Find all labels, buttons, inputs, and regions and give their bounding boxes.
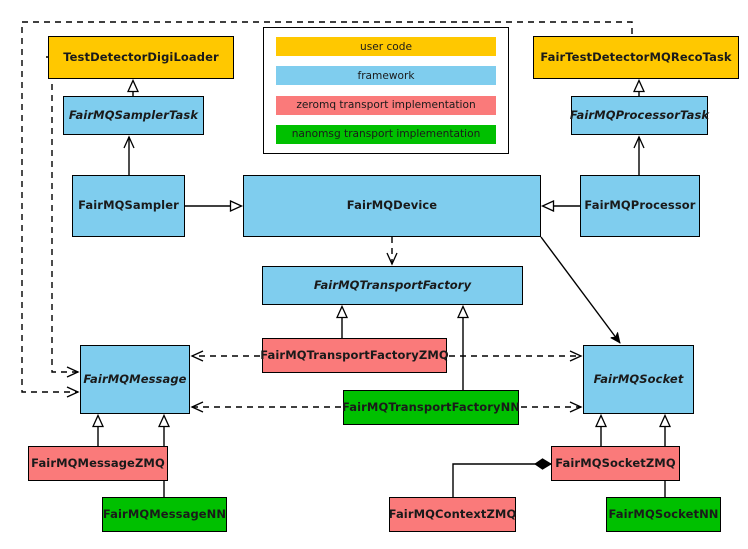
- class-label: FairMQContextZMQ: [388, 506, 517, 521]
- class-label: FairMQMessageNN: [102, 506, 227, 521]
- class-box-fairmq-processor-task[interactable]: FairMQProcessorTask: [569, 96, 710, 135]
- class-box-fairmq-message-nn[interactable]: FairMQMessageNN: [102, 497, 227, 532]
- class-label: FairMQTransportFactoryNN: [341, 399, 521, 414]
- class-box-fairmq-message-zmq[interactable]: FairMQMessageZMQ: [28, 446, 168, 481]
- legend-panel: user code framework zeromq transport imp…: [263, 27, 509, 154]
- class-box-fairmq-socket-nn[interactable]: FairMQSocketNN: [606, 497, 721, 532]
- class-label: FairMQSocketNN: [608, 506, 719, 521]
- class-label: FairMQSampler: [78, 198, 179, 213]
- legend-label: zeromq transport implementation: [296, 99, 476, 112]
- class-label: FairMQMessage: [83, 371, 187, 386]
- class-box-fairmq-sampler[interactable]: FairMQSampler: [72, 175, 185, 237]
- class-label: FairMQMessageZMQ: [31, 455, 165, 470]
- legend-label: framework: [357, 69, 415, 82]
- class-box-fairmq-transport-factory[interactable]: FairMQTransportFactory: [262, 266, 523, 305]
- class-box-fairmq-transport-factory-zmq[interactable]: FairMQTransportFactoryZMQ: [260, 338, 449, 373]
- class-label: FairMQSocketZMQ: [555, 455, 676, 470]
- legend-item-framework: framework: [276, 66, 496, 86]
- class-label: FairMQSocket: [593, 371, 684, 386]
- class-box-fairmq-message[interactable]: FairMQMessage: [80, 345, 190, 414]
- edge-contextzmq-to-socketzmq: [452, 458, 552, 497]
- class-box-fair-test-detector-mq-reco-task[interactable]: FairTestDetectorMQRecoTask: [533, 36, 739, 79]
- class-label: FairMQProcessorTask: [569, 107, 710, 122]
- class-box-fairmq-socket-zmq[interactable]: FairMQSocketZMQ: [551, 446, 680, 481]
- class-box-fairmq-processor[interactable]: FairMQProcessor: [580, 175, 700, 237]
- class-label: FairMQProcessor: [584, 198, 696, 213]
- class-box-fairmq-socket[interactable]: FairMQSocket: [583, 345, 694, 414]
- edge-device-to-socket: [540, 236, 620, 343]
- class-label: FairMQTransportFactoryZMQ: [260, 347, 449, 362]
- class-label: FairMQTransportFactory: [313, 277, 472, 292]
- class-box-fairmq-sampler-task[interactable]: FairMQSamplerTask: [63, 96, 204, 135]
- class-box-fairmq-device[interactable]: FairMQDevice: [243, 175, 541, 237]
- legend-item-zeromq: zeromq transport implementation: [276, 95, 496, 115]
- legend-label: nanomsg transport implementation: [291, 128, 481, 141]
- class-box-fairmq-context-zmq[interactable]: FairMQContextZMQ: [389, 497, 516, 532]
- legend-item-nanomsg: nanomsg transport implementation: [276, 124, 496, 144]
- legend-label: user code: [359, 40, 413, 53]
- class-box-fairmq-transport-factory-nn[interactable]: FairMQTransportFactoryNN: [341, 390, 521, 425]
- class-label: FairMQDevice: [346, 198, 438, 213]
- class-label: FairTestDetectorMQRecoTask: [540, 49, 732, 64]
- class-label: FairMQSamplerTask: [68, 107, 199, 122]
- class-label: TestDetectorDigiLoader: [63, 49, 219, 64]
- class-box-test-detector-digi-loader[interactable]: TestDetectorDigiLoader: [48, 36, 234, 79]
- legend-item-user-code: user code: [276, 37, 496, 56]
